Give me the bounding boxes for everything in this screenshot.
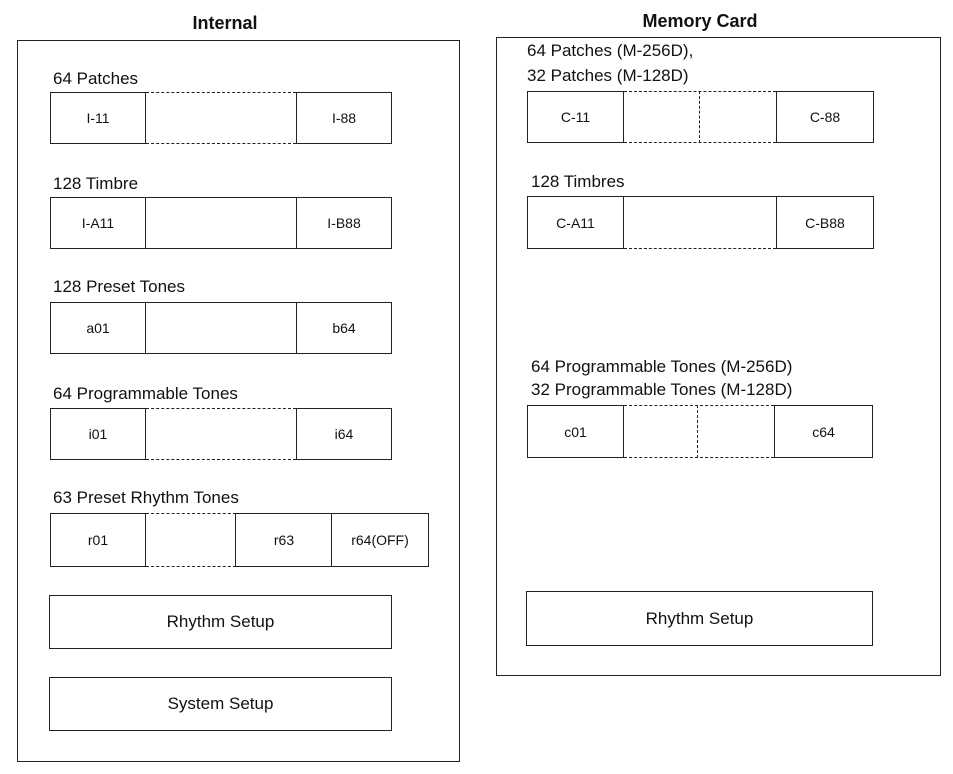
- internal-rhythm-range-top: [146, 513, 236, 514]
- internal-preset-tone-last: b64: [296, 302, 392, 354]
- card-patches-bank-divider: [699, 91, 700, 143]
- card-programmable-tones-label-1: 64 Programmable Tones (M-256D): [531, 357, 793, 376]
- internal-timbre-range-top: [146, 197, 296, 198]
- internal-patches-range-bottom: [146, 143, 296, 144]
- card-rhythm-setup-box: Rhythm Setup: [526, 591, 873, 646]
- internal-rhythm-tone-first: r01: [50, 513, 146, 567]
- card-programmable-tone-last: c64: [774, 405, 873, 458]
- card-programmable-tone-first: c01: [527, 405, 624, 458]
- card-patches-label-2: 32 Patches (M-128D): [527, 66, 689, 85]
- card-patches-range-top: [624, 91, 776, 92]
- internal-timbre-last: I-B88: [296, 197, 392, 249]
- card-timbre-first: C-A11: [527, 196, 624, 249]
- internal-rhythm-range-bottom: [146, 566, 236, 567]
- internal-rhythm-tone-off: r64(OFF): [331, 513, 429, 567]
- internal-preset-range-bottom: [146, 353, 296, 354]
- card-timbres-label: 128 Timbres: [531, 172, 625, 191]
- card-patch-last: C-88: [776, 91, 874, 143]
- internal-title: Internal: [192, 13, 258, 33]
- internal-preset-tone-first: a01: [50, 302, 146, 354]
- internal-timbre-range-bottom: [146, 248, 296, 249]
- card-timbre-last: C-B88: [776, 196, 874, 249]
- card-timbres-range-top: [624, 196, 776, 197]
- internal-rhythm-tones-label: 63 Preset Rhythm Tones: [53, 488, 239, 507]
- internal-rhythm-setup-box: Rhythm Setup: [49, 595, 392, 649]
- internal-programmable-range-top: [146, 408, 296, 409]
- internal-system-setup-box: System Setup: [49, 677, 392, 731]
- card-programmable-tones-label-2: 32 Programmable Tones (M-128D): [531, 380, 793, 399]
- internal-programmable-tones-label: 64 Programmable Tones: [53, 384, 238, 403]
- internal-patches-label: 64 Patches: [53, 69, 139, 88]
- internal-rhythm-tone-last: r63: [235, 513, 333, 567]
- internal-programmable-range-bottom: [146, 459, 296, 460]
- internal-preset-range-top: [146, 302, 296, 303]
- internal-programmable-tone-last: i64: [296, 408, 392, 460]
- internal-patch-last: I-88: [296, 92, 392, 144]
- memory-card-panel: [496, 37, 941, 676]
- card-timbres-range-bottom: [624, 248, 776, 249]
- card-patches-range-bottom: [624, 142, 776, 143]
- card-patch-first: C-11: [527, 91, 624, 143]
- internal-preset-tones-label: 128 Preset Tones: [53, 277, 185, 296]
- internal-timbre-first: I-A11: [50, 197, 146, 249]
- card-programmable-range-top: [624, 405, 774, 406]
- card-programmable-range-bottom: [624, 457, 774, 458]
- internal-patch-first: I-11: [50, 92, 146, 144]
- internal-timbre-label: 128 Timbre: [53, 174, 139, 193]
- card-patches-label-1: 64 Patches (M-256D),: [527, 41, 694, 60]
- card-programmable-bank-divider: [697, 405, 698, 458]
- internal-panel: [17, 40, 460, 762]
- internal-programmable-tone-first: i01: [50, 408, 146, 460]
- memory-card-title: Memory Card: [642, 11, 758, 31]
- internal-patches-range-top: [146, 92, 296, 93]
